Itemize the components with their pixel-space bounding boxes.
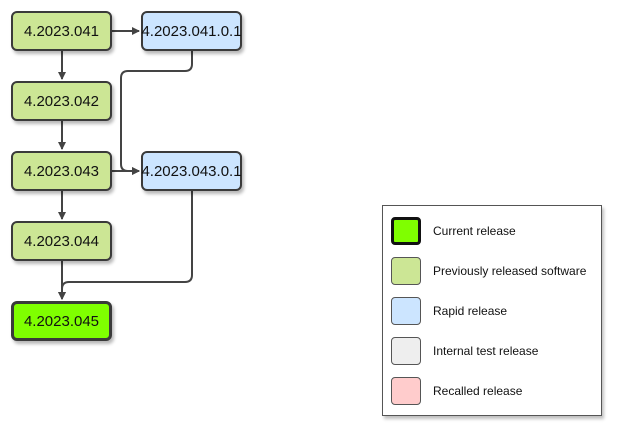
- legend-label-current: Current release: [433, 224, 516, 238]
- release-label: 4.2023.045: [23, 312, 100, 330]
- legend-item-previous: Previously released software: [383, 257, 601, 287]
- legend-swatch-current: [391, 217, 421, 245]
- legend-item-rapid: Rapid release: [383, 297, 601, 327]
- release-node-4-2023-041[interactable]: 4.2023.041: [11, 11, 112, 51]
- release-node-4-2023-045[interactable]: 4.2023.045: [11, 301, 112, 341]
- legend-label-internal: Internal test release: [433, 344, 539, 358]
- release-node-4-2023-041-0-1[interactable]: 4.2023.041.0.1: [141, 11, 242, 51]
- edge-043-0-1-to-045: [58, 191, 193, 300]
- release-label: 4.2023.044: [23, 232, 100, 250]
- release-label: 4.2023.041: [23, 22, 100, 40]
- legend-label-rapid: Rapid release: [433, 304, 508, 318]
- release-node-4-2023-042[interactable]: 4.2023.042: [11, 81, 112, 121]
- legend-item-current: Current release: [383, 217, 601, 247]
- release-label: 4.2023.043.0.1: [141, 162, 242, 180]
- release-node-4-2023-043-0-1[interactable]: 4.2023.043.0.1: [141, 151, 242, 191]
- legend-item-recalled: Recalled release: [383, 377, 601, 407]
- legend-swatch-previous: [391, 257, 421, 285]
- release-label: 4.2023.042: [23, 92, 100, 110]
- legend-swatch-internal: [391, 337, 421, 365]
- legend-swatch-rapid: [391, 297, 421, 325]
- legend-label-previous: Previously released software: [433, 264, 587, 278]
- release-node-4-2023-044[interactable]: 4.2023.044: [11, 221, 112, 261]
- edge-041-0-1-to-043-0-1: [120, 51, 193, 175]
- release-node-4-2023-043[interactable]: 4.2023.043: [11, 151, 112, 191]
- legend: Current release Previously released soft…: [382, 205, 602, 416]
- legend-item-internal: Internal test release: [383, 337, 601, 367]
- legend-label-recalled: Recalled release: [433, 384, 523, 398]
- release-label: 4.2023.043: [23, 162, 100, 180]
- legend-swatch-recalled: [391, 377, 421, 405]
- release-label: 4.2023.041.0.1: [141, 22, 242, 40]
